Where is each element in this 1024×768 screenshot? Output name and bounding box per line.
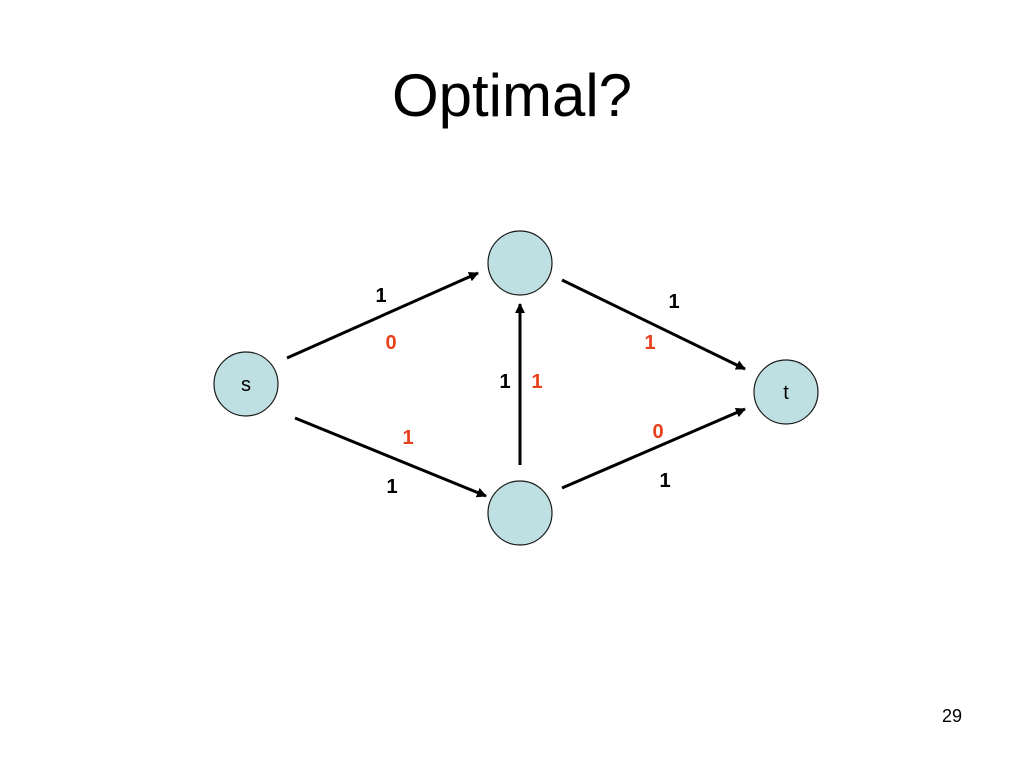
capacity-label-bottom-top: 1 [499,371,510,393]
node-top-circle [487,230,553,296]
edges [286,271,746,498]
node-t: t [753,359,819,425]
edge-bottom-t [561,407,746,490]
slide-title: Optimal? [391,62,633,129]
nodes: s t [213,230,819,546]
node-top [487,230,553,296]
flow-label-bottom-t: 0 [652,421,663,443]
flow-labels: 0 1 1 1 0 [385,332,663,449]
flow-label-s-bottom: 1 [402,427,413,449]
node-bottom [487,480,553,546]
flow-label-bottom-top: 1 [531,371,542,393]
capacity-labels: 1 1 1 1 1 [375,285,679,498]
capacity-label-top-t: 1 [668,291,679,313]
edge-s-bottom [294,416,487,498]
node-bottom-circle [487,480,553,546]
page-number: 29 [941,706,962,726]
node-t-label: t [783,382,789,404]
node-s-circle [213,351,279,417]
node-t-circle [753,359,819,425]
capacity-label-s-top: 1 [375,285,386,307]
capacity-label-bottom-t: 1 [659,470,670,492]
capacity-label-s-bottom: 1 [386,476,397,498]
edge-top-t [561,278,746,371]
flow-label-s-top: 0 [385,332,396,354]
edge-s-top [286,271,479,360]
node-s-label: s [241,374,251,396]
node-s: s [213,351,279,417]
flow-label-top-t: 1 [644,332,655,354]
